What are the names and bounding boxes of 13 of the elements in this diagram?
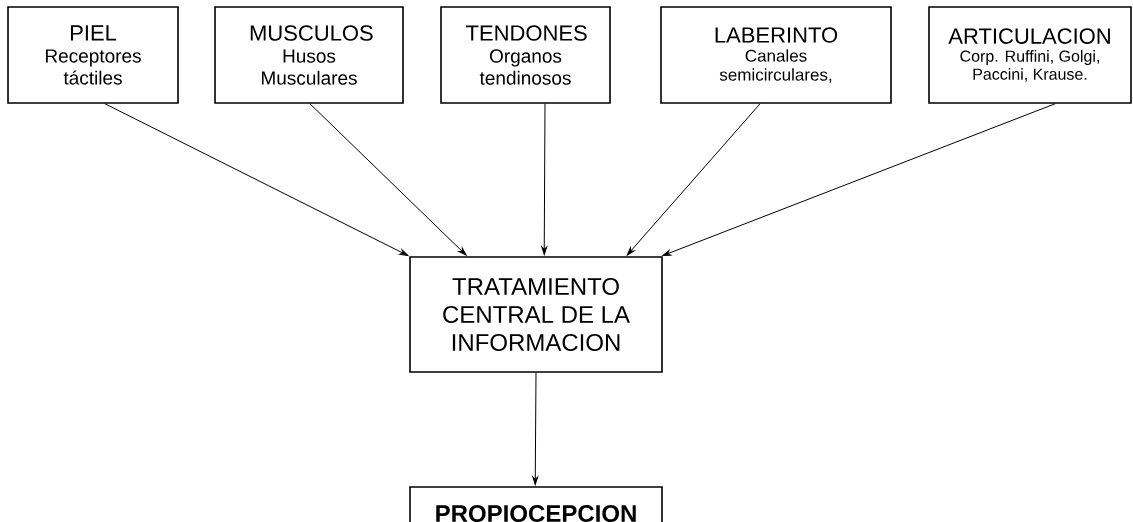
source-box: TENDONES Organos tendinosos bbox=[440, 6, 611, 104]
arrow bbox=[541, 103, 548, 256]
result-box: PROPIOCEPCION bbox=[409, 486, 663, 522]
arrow bbox=[662, 103, 1056, 257]
source-box: ARTICULACION Corp. Ruffini, Golgi, Paccini, Krause. bbox=[928, 6, 1132, 104]
arrow bbox=[532, 372, 539, 486]
process-box: TRATAMIENTO CENTRAL DE LA INFORMACION bbox=[409, 256, 663, 373]
source-box: MUSCULOS Husos Musculares bbox=[214, 6, 404, 104]
source-box: LABERINTO Canales semicirculares, bbox=[660, 6, 892, 104]
arrow bbox=[309, 103, 467, 256]
arrow bbox=[626, 103, 761, 256]
source-box: PIEL Receptores táctiles bbox=[7, 6, 179, 104]
arrow bbox=[104, 103, 409, 256]
